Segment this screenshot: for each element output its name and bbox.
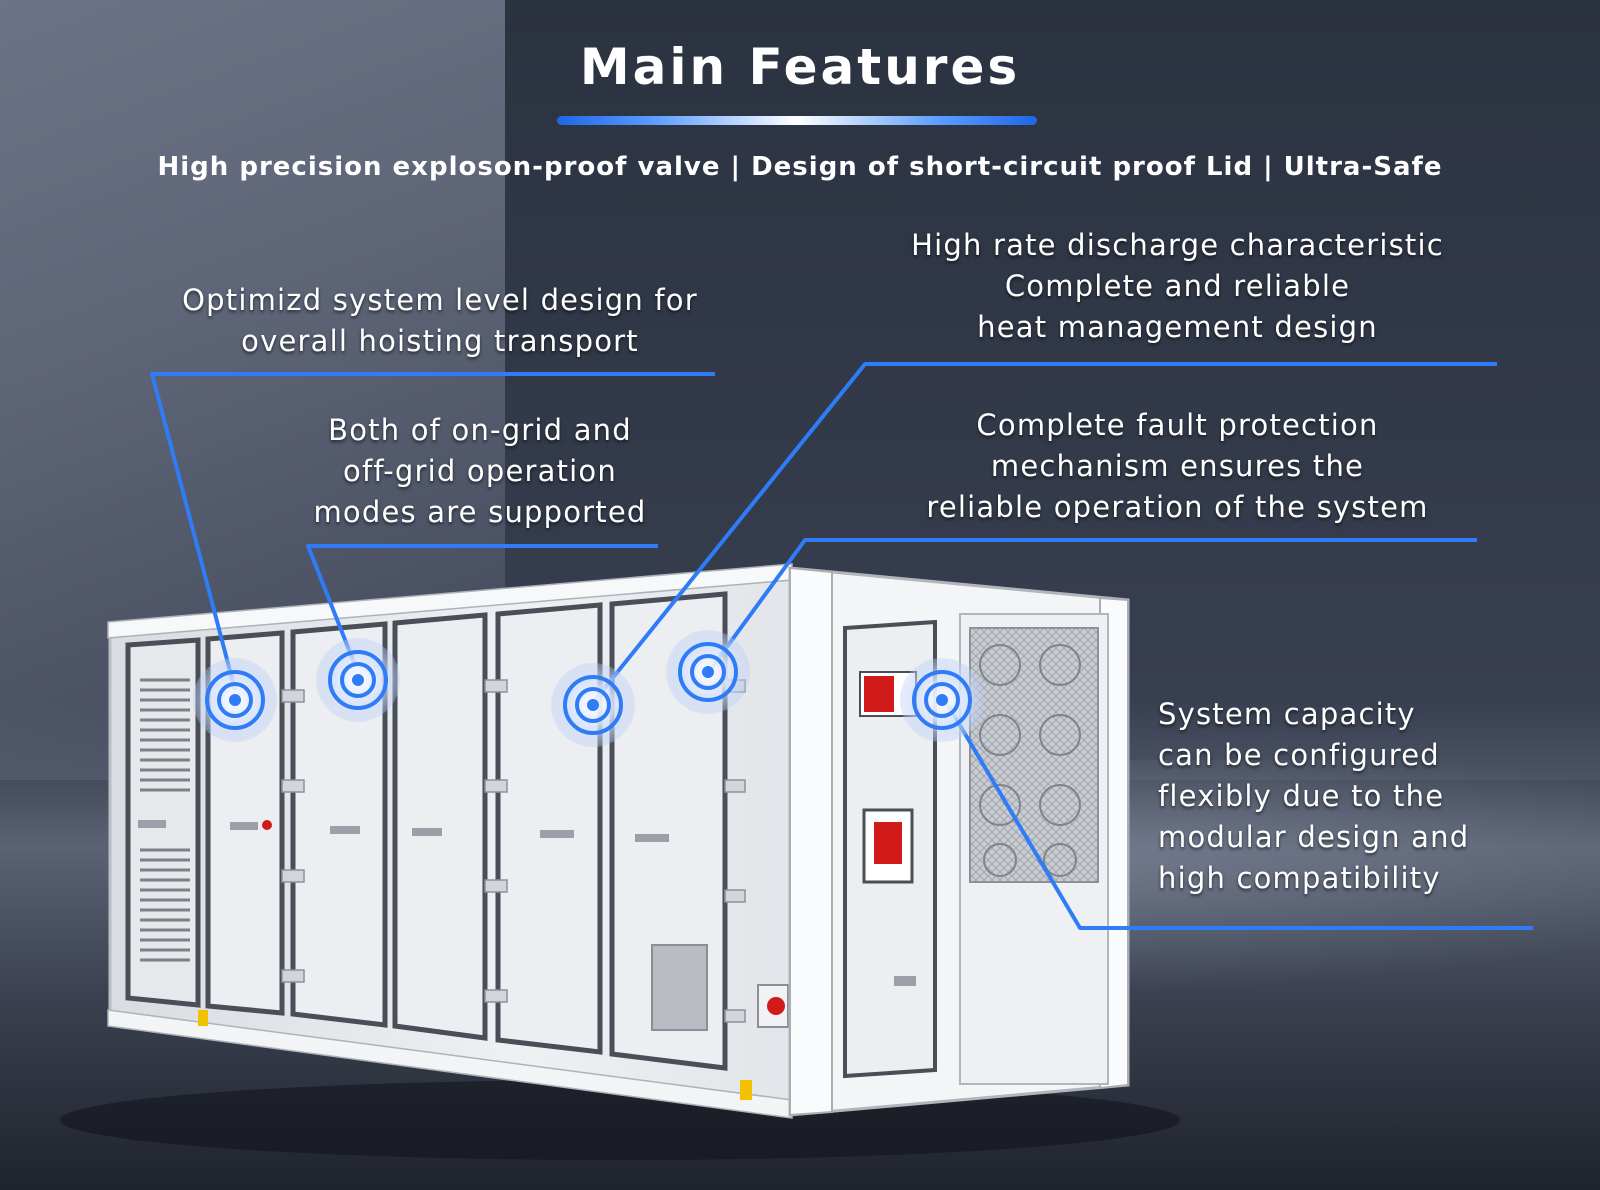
page-title: Main Features xyxy=(579,38,1021,96)
callout-line: Complete and reliable xyxy=(1004,269,1351,303)
marker-discharge-target-icon xyxy=(551,663,635,747)
callout-line: flexibly due to the xyxy=(1158,779,1445,813)
callout-line: high compatibility xyxy=(1158,861,1441,895)
page-subtitle: High precision exploson-proof valve | De… xyxy=(157,152,1443,182)
callout-line: modes are supported xyxy=(313,495,647,529)
callout-line: Optimizd system level design for xyxy=(182,283,698,317)
callout-fault: Complete fault protection mechanism ensu… xyxy=(870,405,1485,528)
callout-line: modular design and xyxy=(1158,820,1470,854)
callout-line: reliable operation of the system xyxy=(926,490,1429,524)
leader-line-capacity xyxy=(943,698,1533,930)
marker-capacity-target-icon xyxy=(900,658,984,742)
callout-line: off-grid operation xyxy=(343,454,617,488)
leader-line-transport xyxy=(150,372,715,691)
callout-grid: Both of on-grid and off-grid operation m… xyxy=(280,410,680,533)
callout-line: Both of on-grid and xyxy=(328,413,632,447)
callout-discharge: High rate discharge characteristic Compl… xyxy=(870,225,1485,348)
callout-line: mechanism ensures the xyxy=(990,449,1365,483)
callout-capacity: System capacity can be configured flexib… xyxy=(1158,694,1578,899)
callout-line: heat management design xyxy=(977,310,1378,344)
title-underline xyxy=(557,116,1037,125)
marker-transport-target-icon xyxy=(193,658,277,742)
leader-line-discharge xyxy=(593,362,1497,702)
container-long-side xyxy=(107,563,793,1119)
container-end xyxy=(788,566,1130,1117)
callout-line: can be configured xyxy=(1158,738,1440,772)
callout-line: overall hoisting transport xyxy=(241,324,639,358)
callout-line: High rate discharge characteristic xyxy=(911,228,1444,262)
leader-line-grid xyxy=(306,544,658,666)
leader-line-fault xyxy=(708,538,1477,672)
callout-line: Complete fault protection xyxy=(976,408,1379,442)
marker-fault-target-icon xyxy=(666,630,750,714)
leader-lines xyxy=(150,362,1533,930)
callout-line: System capacity xyxy=(1158,697,1416,731)
callout-transport: Optimizd system level design for overall… xyxy=(160,280,720,362)
marker-grid-target-icon xyxy=(316,638,400,722)
